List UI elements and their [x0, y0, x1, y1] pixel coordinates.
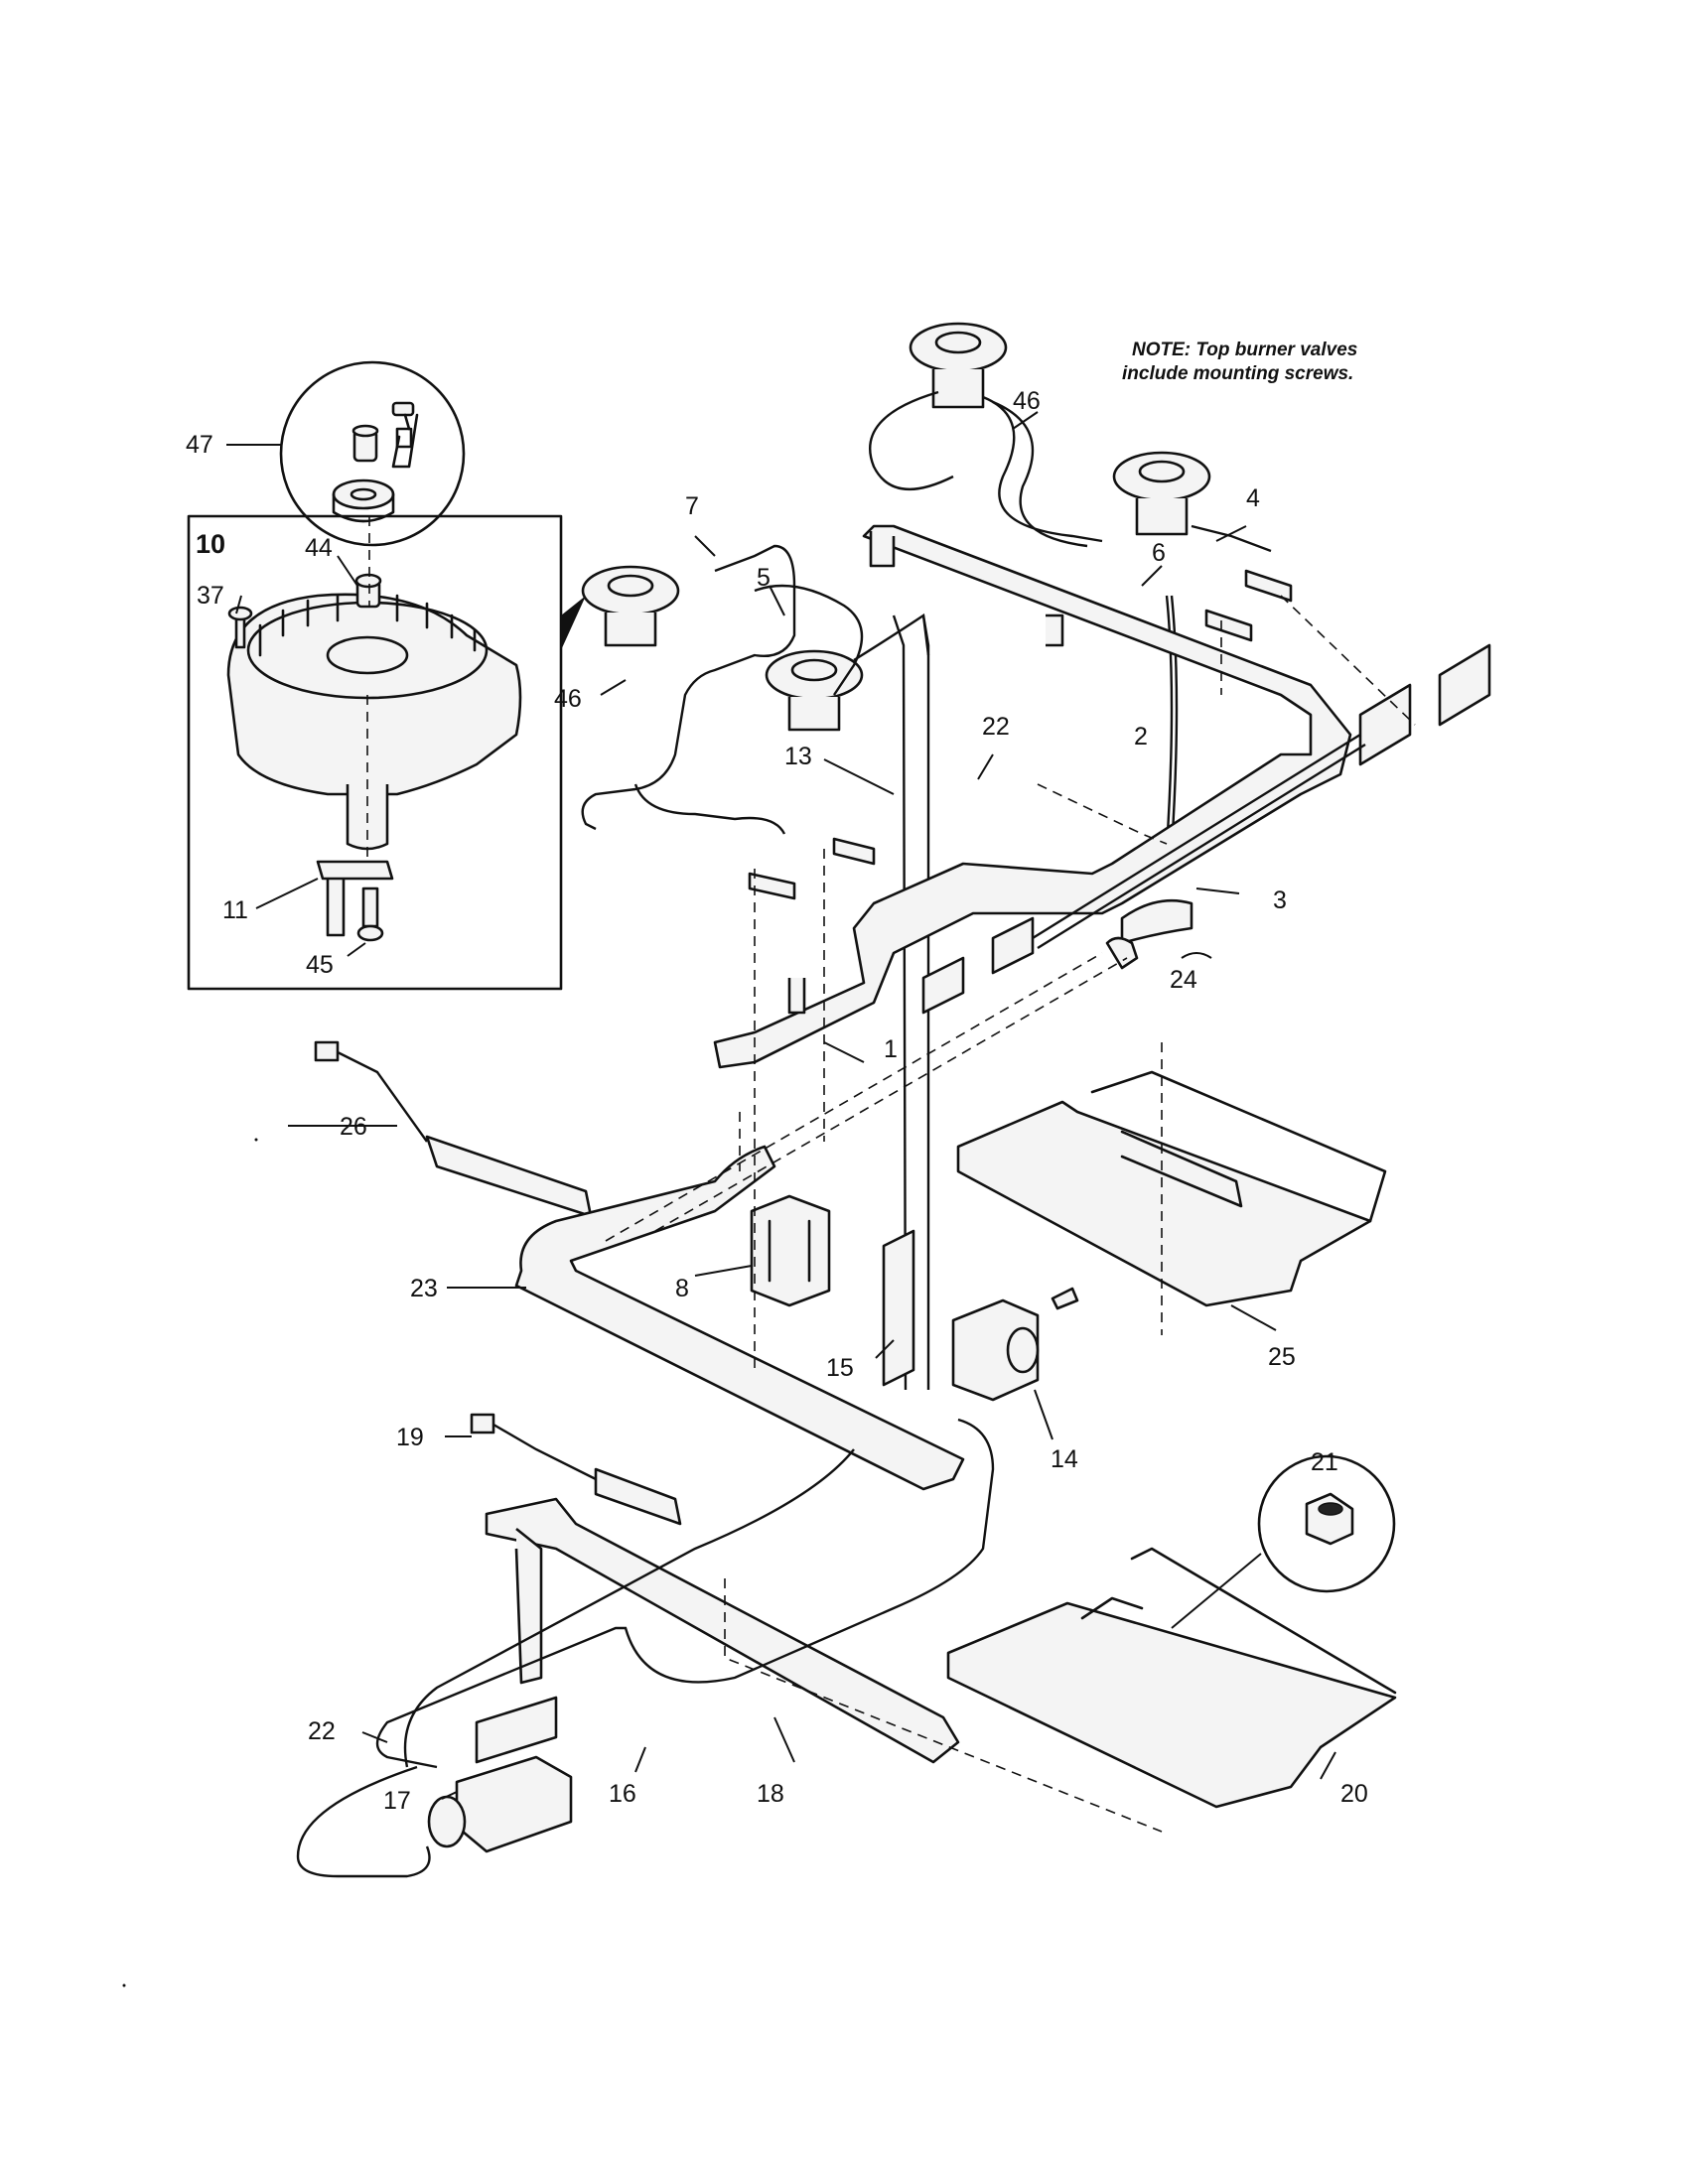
callout-13: 13	[784, 743, 812, 770]
detail-circle-21	[1257, 1454, 1396, 1593]
stray-mark	[122, 1983, 126, 1987]
callout-17: 17	[383, 1787, 411, 1815]
broil-burner-18	[485, 1497, 960, 1764]
detail-box-10: 10	[187, 514, 586, 991]
spark-module-8	[750, 1194, 831, 1307]
callout-11: 11	[222, 896, 248, 924]
callout-23: 23	[410, 1275, 438, 1302]
callout-45: 45	[306, 951, 334, 979]
callout-6: 6	[1152, 539, 1166, 567]
burner-rear-right	[1112, 451, 1211, 536]
callout-1: 1	[884, 1035, 898, 1063]
lower-tubes	[296, 1418, 995, 1878]
leader-lines	[226, 411, 1336, 1800]
callout-7: 7	[685, 492, 699, 520]
callout-21: 21	[1311, 1448, 1338, 1476]
callout-46-left: 46	[554, 685, 582, 713]
igniter-19	[470, 1413, 682, 1526]
callout-10: 10	[196, 529, 225, 559]
callout-22-bottom: 22	[308, 1717, 336, 1745]
oven-valve-17	[427, 1696, 573, 1853]
burner-front	[765, 649, 864, 732]
callout-14: 14	[1051, 1445, 1078, 1473]
callout-46-top: 46	[1013, 387, 1041, 415]
burner-center	[581, 565, 680, 647]
stray-mark	[254, 1138, 258, 1142]
valves	[748, 569, 1293, 945]
callout-19: 19	[396, 1424, 424, 1451]
callout-labels: 47 44 37 11 45 46 46 7 5 4 6 2 3 22 13 2…	[186, 387, 1368, 1815]
callout-37: 37	[197, 582, 224, 610]
burner-baffle-20	[946, 1547, 1397, 1809]
callout-15: 15	[826, 1354, 854, 1382]
brackets	[921, 643, 1491, 1015]
note-line-1: NOTE: Top burner valves	[1132, 340, 1357, 360]
note-block: NOTE: Top burner valves include mounting…	[1122, 340, 1357, 384]
callout-2: 2	[1134, 723, 1148, 751]
callout-5: 5	[757, 564, 771, 592]
callout-26: 26	[340, 1113, 367, 1141]
callout-16: 16	[609, 1780, 636, 1808]
note-line-2: include mounting screws.	[1122, 363, 1353, 384]
callout-47: 47	[186, 431, 213, 459]
safety-valve-14	[951, 1287, 1079, 1402]
callout-25: 25	[1268, 1343, 1296, 1371]
callout-18: 18	[757, 1780, 784, 1808]
burner-baffle-25	[956, 1070, 1387, 1307]
callout-8: 8	[675, 1275, 689, 1302]
callout-24: 24	[1170, 966, 1197, 994]
burner-rear-left	[909, 322, 1008, 409]
callout-22-top: 22	[982, 713, 1010, 741]
bracket-15	[882, 1229, 915, 1387]
alignment-lines	[605, 595, 1416, 1833]
fittings-24	[1105, 936, 1139, 970]
manifold-pipe-1	[713, 524, 1352, 1069]
callout-20: 20	[1340, 1780, 1368, 1808]
oven-burner-23	[514, 1145, 965, 1491]
callout-4: 4	[1246, 484, 1260, 512]
detail-circle-47	[279, 360, 466, 547]
callout-3: 3	[1273, 887, 1287, 914]
burner-tubes	[581, 390, 1272, 1391]
callout-44: 44	[305, 534, 333, 562]
